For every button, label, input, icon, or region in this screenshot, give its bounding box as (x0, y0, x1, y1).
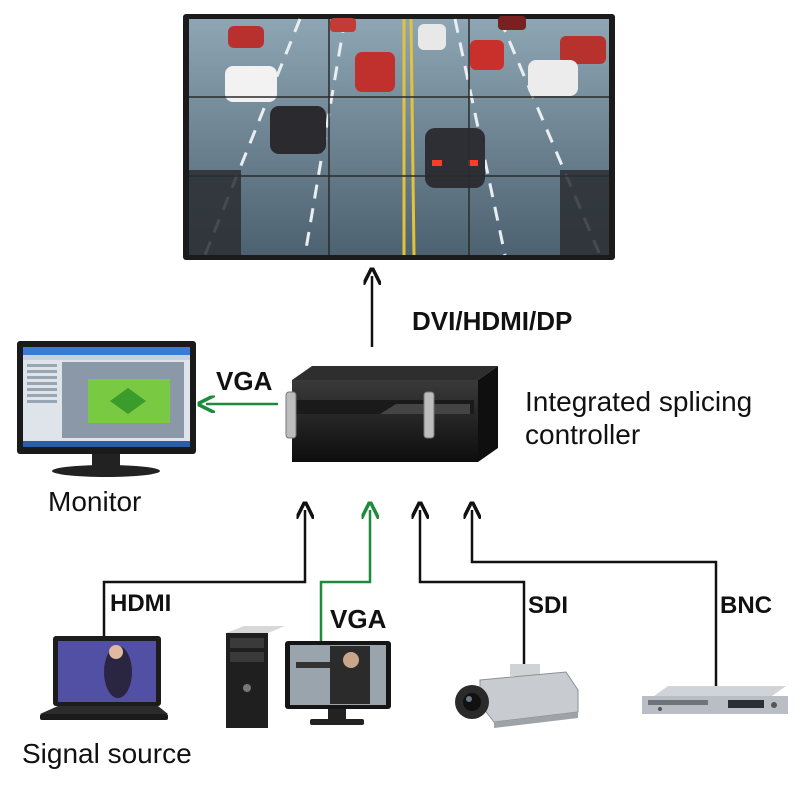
bnc-input-line (472, 510, 718, 686)
hdmi-label: HDMI (110, 590, 172, 617)
sdi-input-line (420, 510, 526, 664)
controller-label: Integrated splicing (525, 386, 753, 417)
signal-source-label: Signal source (22, 738, 192, 769)
dvd-player-icon (642, 686, 788, 714)
controller-icon (285, 366, 498, 462)
vga-input-line (319, 510, 370, 642)
video-wall-icon (183, 14, 615, 260)
laptop-icon (40, 636, 168, 720)
output-interface-label: DVI/HDMI/DP (412, 306, 573, 336)
monitor-icon (17, 341, 196, 477)
bnc-label: BNC (720, 592, 772, 619)
cctv-camera-icon (455, 664, 579, 728)
monitor-interface-label: VGA (216, 366, 273, 396)
monitor-label: Monitor (48, 486, 142, 517)
desktop-pc-icon (226, 626, 391, 728)
hdmi-input-line (102, 510, 305, 636)
vga-input-label: VGA (330, 604, 387, 634)
controller-label-line2: controller (525, 419, 641, 450)
sdi-label: SDI (528, 592, 569, 619)
